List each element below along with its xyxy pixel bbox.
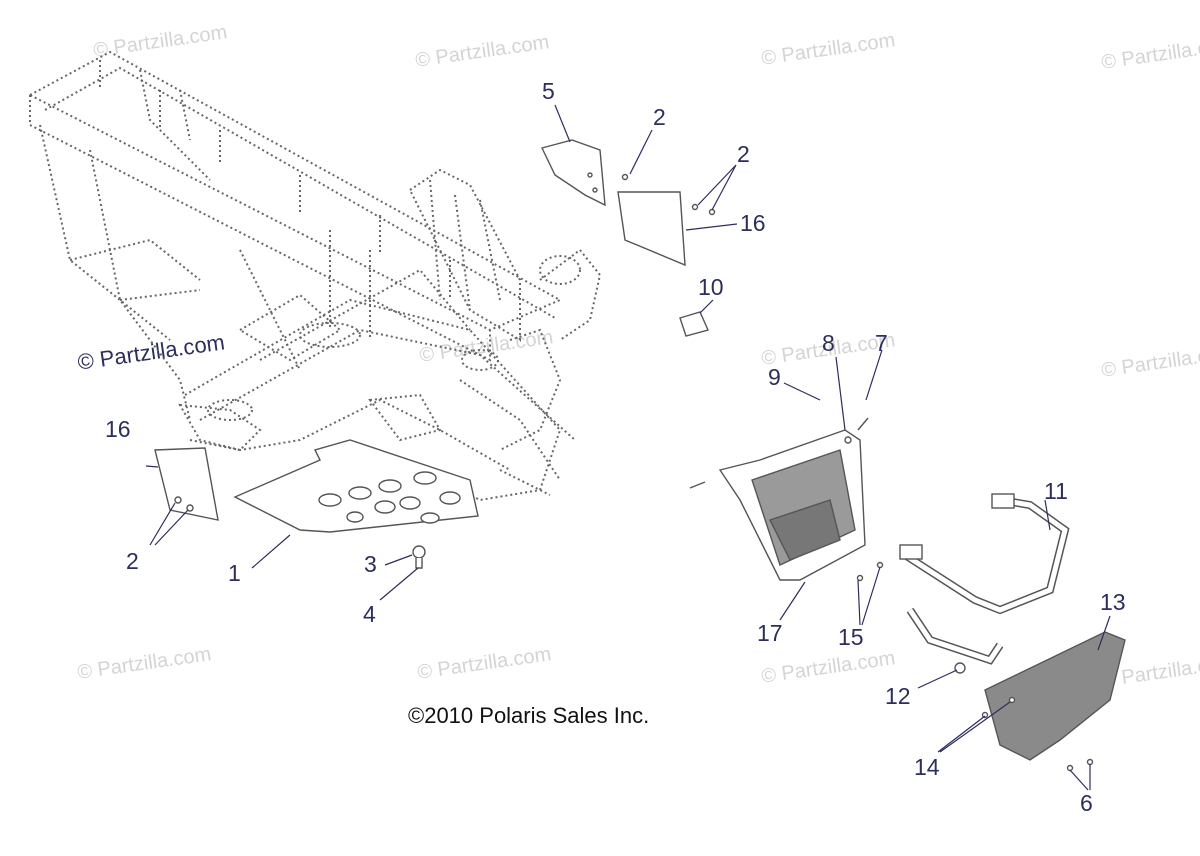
callout-15: 15 <box>838 624 864 650</box>
callout-10: 10 <box>698 274 724 300</box>
callout-16: 16 <box>740 210 766 236</box>
callout-16: 16 <box>105 416 131 442</box>
callout-2: 2 <box>737 141 750 167</box>
callout-17: 17 <box>757 620 783 646</box>
callout-8: 8 <box>822 330 835 356</box>
callout-7: 7 <box>875 330 888 356</box>
copyright-notice: ©2010 Polaris Sales Inc. <box>408 703 650 728</box>
skid-plate <box>233 439 479 533</box>
leader-lines <box>145 104 1111 791</box>
callout-9: 9 <box>768 364 781 390</box>
callout-5: 5 <box>542 78 555 104</box>
guard-left <box>154 447 219 521</box>
bracket-top <box>541 139 606 207</box>
frame-outline <box>27 50 602 502</box>
callout-3: 3 <box>364 551 377 577</box>
callout-2: 2 <box>126 548 139 574</box>
skid-plate-holes <box>318 471 461 524</box>
callout-4: 4 <box>363 601 376 627</box>
callout-2: 2 <box>653 104 666 130</box>
bumper-lower <box>906 607 1004 665</box>
callout-1: 1 <box>228 560 241 586</box>
callout-12: 12 <box>885 683 911 709</box>
callout-11: 11 <box>1044 478 1068 504</box>
callout-6: 6 <box>1080 790 1093 816</box>
guard-upper <box>617 191 686 267</box>
block <box>679 311 709 337</box>
callout-13: 13 <box>1100 589 1126 615</box>
callout-14: 14 <box>914 754 940 780</box>
front-skid <box>984 631 1126 761</box>
